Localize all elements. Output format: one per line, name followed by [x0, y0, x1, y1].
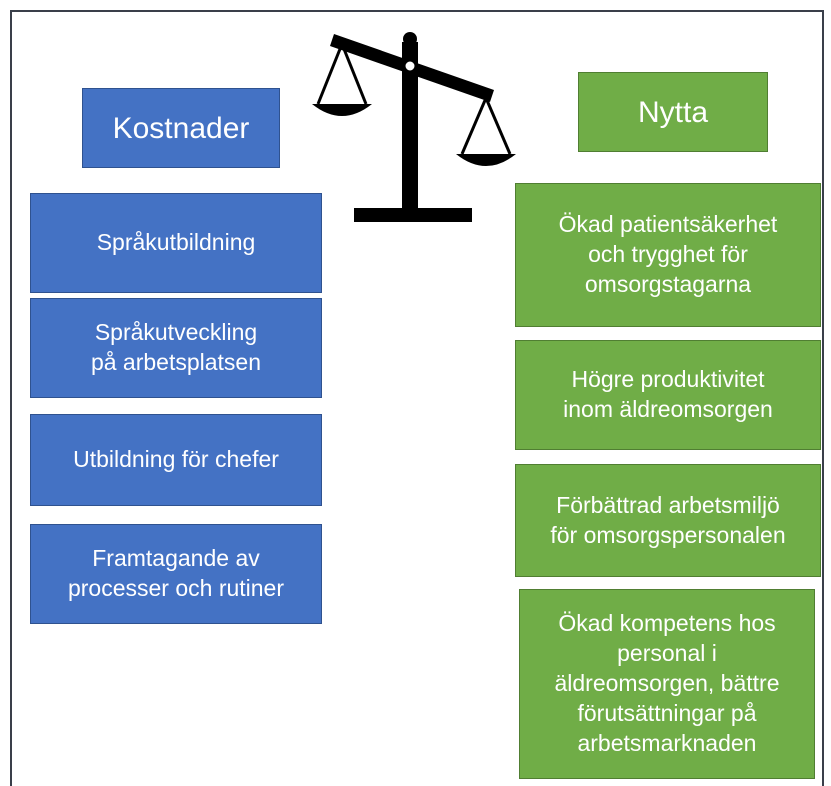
scale-base: [354, 208, 472, 222]
benefits-header: Nytta: [578, 72, 768, 152]
benefit-item-competence: Ökad kompetens hos personal i äldreomsor…: [519, 589, 815, 779]
cost-item-language-training: Språkutbildning: [30, 193, 322, 293]
scale-pivot: [402, 58, 418, 74]
cost-item-processes-routines: Framtagande av processer och rutiner: [30, 524, 322, 624]
benefit-item-patient-safety: Ökad patientsäkerhet och trygghet för om…: [515, 183, 821, 327]
costs-header: Kostnader: [82, 88, 280, 168]
benefit-item-productivity: Högre produktivitet inom äldreomsorgen: [515, 340, 821, 450]
scale-pan-right: [456, 154, 516, 166]
frame-border-right: [822, 10, 824, 786]
benefit-item-work-environment: Förbättrad arbetsmiljö för omsorgsperson…: [515, 464, 821, 577]
cost-item-workplace-language: Språkutveckling på arbetsplatsen: [30, 298, 322, 398]
frame-border-left: [10, 10, 12, 786]
scale-pan-left: [312, 104, 372, 116]
scale-knob: [403, 32, 417, 46]
frame-border-top: [10, 10, 824, 12]
cost-item-manager-training: Utbildning för chefer: [30, 414, 322, 506]
balance-scale-icon: [312, 32, 516, 222]
scale-pillar: [402, 42, 418, 210]
